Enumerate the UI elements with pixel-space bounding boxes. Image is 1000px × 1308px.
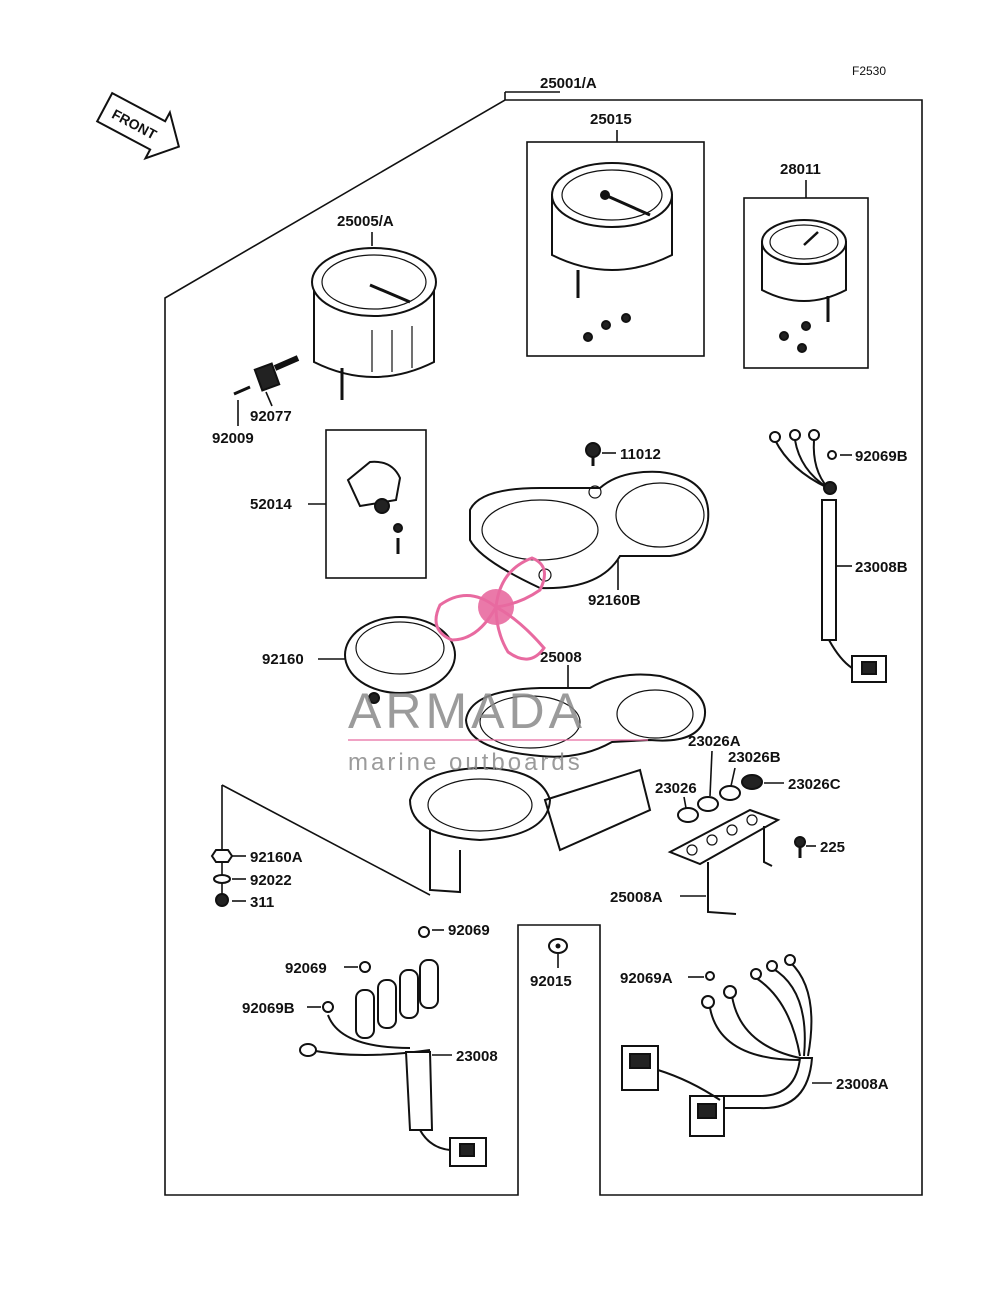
label-92069A: 92069A — [620, 970, 673, 987]
meter-cover-icon — [469, 470, 710, 590]
figure-code: F2530 — [852, 64, 886, 78]
label-25015: 25015 — [590, 111, 632, 128]
label-23008: 23008 — [456, 1048, 498, 1065]
label-25008A: 25008A — [610, 889, 663, 906]
label-25008: 25008 — [540, 649, 582, 666]
label-92009: 92009 — [212, 430, 254, 447]
harness-23008-icon — [299, 959, 487, 1167]
label-92022: 92022 — [250, 872, 292, 889]
speedometer-icon — [311, 247, 437, 400]
front-arrow-icon: FRONT — [95, 91, 181, 161]
label-25005A: 25005/A — [337, 213, 394, 230]
indicator-plate-icon — [667, 808, 781, 915]
drive-gear-icon — [253, 355, 300, 392]
bolt-icon — [585, 442, 601, 466]
label-23008B: 23008B — [855, 559, 908, 576]
armada-watermark: ARMADA marine outboards — [348, 556, 648, 776]
harness-23008B-icon — [769, 429, 887, 683]
label-28011: 28011 — [780, 161, 821, 178]
label-52014: 52014 — [250, 496, 292, 513]
label-92160B: 92160B — [588, 592, 641, 609]
trim-ring-icon — [344, 616, 456, 704]
label-92069-left: 92069 — [285, 960, 327, 977]
tachometer-icon — [551, 162, 673, 342]
indicator-caps-icon — [677, 774, 763, 823]
meter-bracket-icon — [408, 673, 707, 894]
label-23026A: 23026A — [688, 733, 741, 750]
label-92160: 92160 — [262, 651, 304, 668]
gauge-icon — [761, 219, 847, 353]
gearbox-icon — [346, 460, 403, 554]
label-23026C: 23026C — [788, 776, 841, 793]
label-92160A: 92160A — [250, 849, 303, 866]
label-225: 225 — [820, 839, 845, 856]
label-92069B-left: 92069B — [242, 1000, 295, 1017]
label-23026: 23026 — [655, 780, 697, 797]
label-92015: 92015 — [530, 973, 572, 990]
assembly-boundary — [164, 99, 923, 1196]
label-11012: 11012 — [620, 446, 661, 463]
watermark-tagline: marine outboards — [348, 749, 583, 776]
label-23008A: 23008A — [836, 1076, 889, 1093]
propeller-logo-icon — [434, 556, 546, 661]
screw-225-icon — [794, 836, 806, 858]
tachometer-box — [526, 141, 705, 357]
label-311: 311 — [250, 894, 274, 911]
grommet-icon — [548, 938, 568, 954]
label-92069B-top: 92069B — [855, 448, 908, 465]
screw-icon — [233, 385, 251, 396]
harness-23008A-icon — [621, 954, 814, 1137]
label-23026B: 23026B — [728, 749, 781, 766]
watermark-brand: ARMADA — [348, 683, 586, 739]
fastener-stack-icon — [210, 849, 234, 907]
label-92069-top: 92069 — [448, 922, 490, 939]
label-92077: 92077 — [250, 408, 292, 425]
label-25001A: 25001/A — [540, 75, 597, 92]
